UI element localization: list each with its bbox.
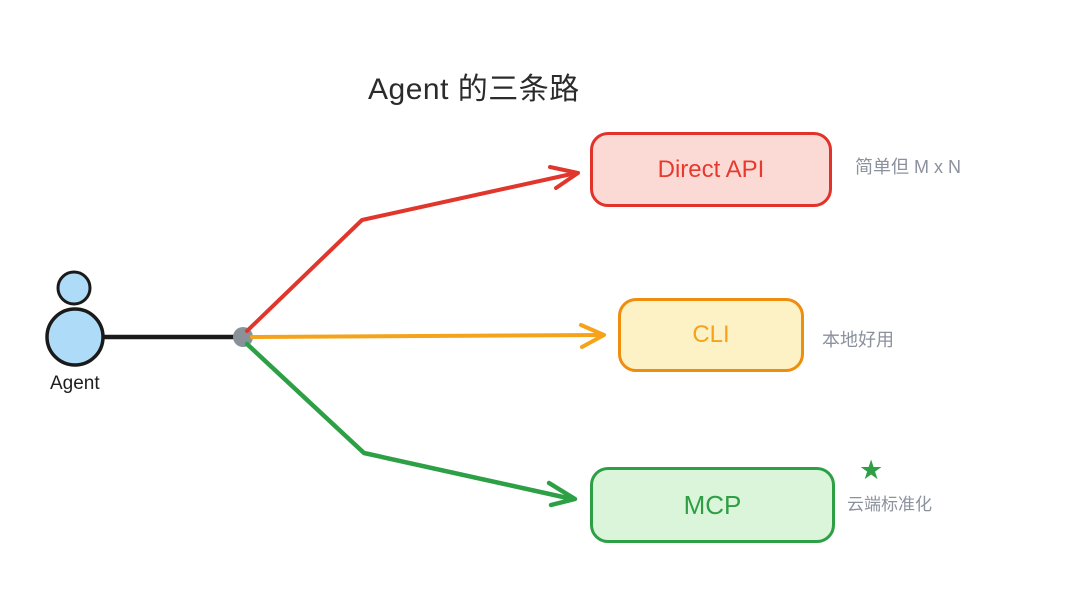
star-icon: ★: [859, 455, 884, 485]
agent-head-icon: [56, 270, 92, 306]
agent-label: Agent: [50, 373, 100, 394]
annotation-cli: 本地好用: [822, 330, 894, 350]
node-mcp-label: MCP: [683, 489, 742, 520]
arrow-mcp: [244, 341, 575, 502]
node-direct-api-box: Direct API: [590, 132, 832, 207]
node-cli-label: CLI: [692, 321, 730, 348]
annotation-direct-api: 简单但 M x N: [855, 157, 961, 177]
arrow-direct-api: [245, 171, 578, 333]
node-mcp-box: MCP: [590, 467, 835, 543]
diagram-title: Agent 的三条路: [368, 73, 580, 106]
arrowhead-cli-icon: [579, 323, 606, 349]
arrowhead-direct-api-icon: [548, 165, 580, 190]
agent-body-icon: [45, 307, 105, 367]
node-cli-box: CLI: [618, 298, 804, 372]
node-direct-api-label: Direct API: [657, 155, 765, 183]
arrow-cli: [250, 333, 602, 339]
annotation-mcp: 云端标准化: [847, 495, 932, 514]
arrowhead-mcp-icon: [546, 480, 578, 508]
